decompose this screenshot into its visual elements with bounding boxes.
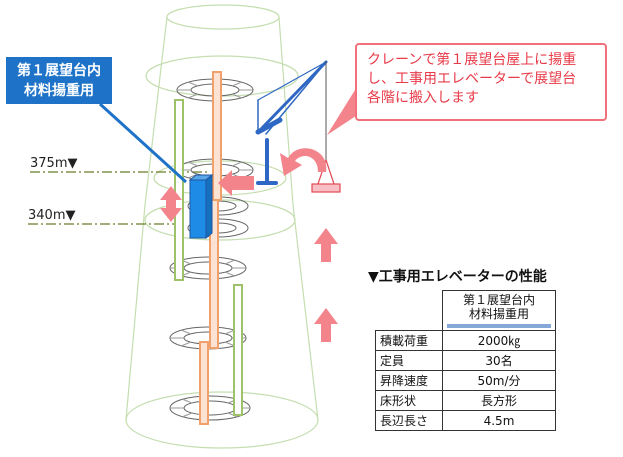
- left-arrow: [218, 170, 254, 196]
- performance-title: ▼工事用エレベーターの性能: [368, 269, 547, 285]
- column-header-line: 材料揚重用: [468, 307, 529, 321]
- column-header-line: 第１展望台内: [462, 293, 535, 307]
- table-row: 昇降速度 50m/分: [375, 370, 556, 391]
- row-label: 積載荷重: [375, 330, 443, 351]
- up-arrow: [314, 308, 338, 342]
- level-label-375: 375m▼: [30, 156, 78, 171]
- table-corner: [375, 290, 443, 331]
- up-down-arrow: [160, 186, 182, 222]
- row-value: 50m/分: [442, 370, 556, 391]
- crane-callout: クレーンで第１展望台屋上に揚重 し、工事用エレベーターで展望台 各階に搬入します: [355, 43, 607, 121]
- row-value: 2000㎏: [442, 330, 556, 351]
- leader-lines: [98, 90, 362, 184]
- column-header: 第１展望台内 材料揚重用: [442, 290, 556, 331]
- callout-line: 各階に搬入します: [367, 90, 479, 106]
- row-value: 長方形: [442, 390, 556, 411]
- table-row: 定員 30名: [375, 350, 556, 371]
- label-line: 材料揚重用: [24, 82, 94, 99]
- flow-arrows: [160, 148, 338, 342]
- row-label: 昇降速度: [375, 370, 443, 391]
- green-columns: [174, 99, 243, 416]
- callout-line: し、工事用エレベーターで展望台: [367, 71, 577, 87]
- crane: [255, 60, 328, 185]
- elevator-cab: [188, 173, 214, 240]
- performance-table: 第１展望台内 材料揚重用 積載荷重 2000㎏ 定員 30名 昇降速度 50m/…: [375, 290, 556, 431]
- elevator-label-box: 第１展望台内 材料揚重用: [6, 57, 112, 104]
- row-value: 4.5m: [442, 410, 556, 431]
- table-row: 長辺長さ 4.5m: [375, 410, 556, 431]
- row-label: 定員: [375, 350, 443, 371]
- table-row: 積載荷重 2000㎏: [375, 330, 556, 351]
- level-label-340: 340m▼: [28, 208, 76, 223]
- row-label: 長辺長さ: [375, 410, 443, 431]
- label-line: 第１展望台内: [17, 62, 101, 79]
- curved-arrow: [280, 148, 327, 176]
- row-label: 床形状: [375, 390, 443, 411]
- callout-line: クレーンで第１展望台屋上に揚重: [367, 52, 577, 68]
- header-accent-bar: [447, 324, 551, 328]
- row-value: 30名: [442, 350, 556, 371]
- table-row: 床形状 長方形: [375, 390, 556, 411]
- table-header-row: 第１展望台内 材料揚重用: [375, 290, 556, 331]
- orange-columns: [199, 71, 222, 425]
- up-arrow: [314, 228, 338, 262]
